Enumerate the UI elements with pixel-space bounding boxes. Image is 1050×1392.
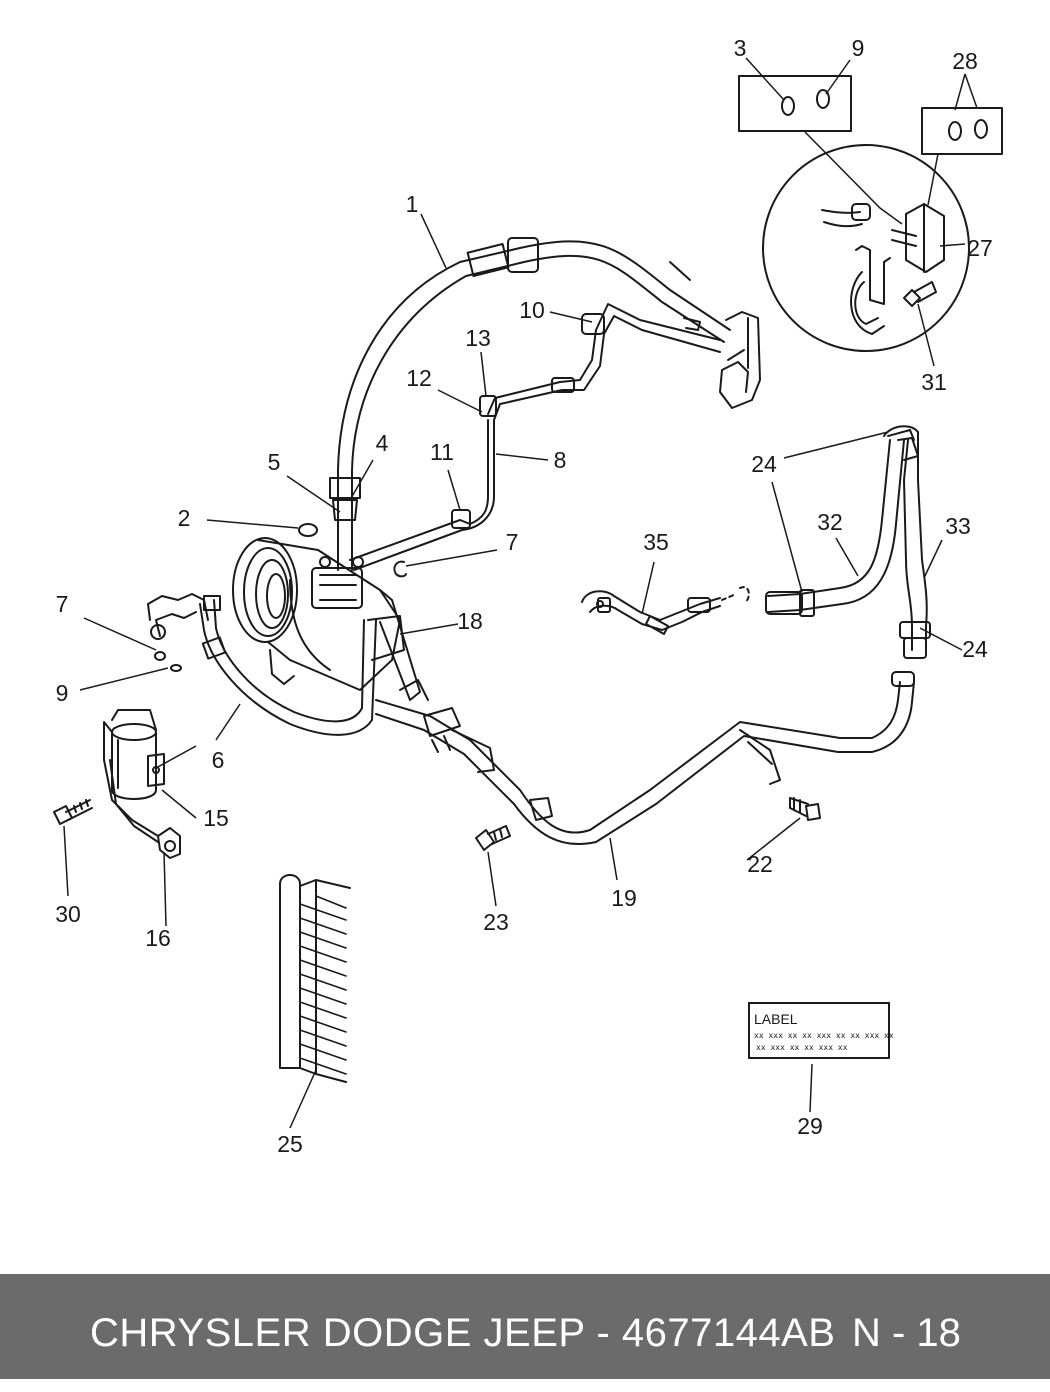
callout-10: 10 — [519, 297, 545, 323]
callout-32: 32 — [817, 509, 843, 535]
leader-lines — [63, 57, 978, 1129]
hose-bracket-right — [719, 311, 761, 409]
liquid-line-19 — [375, 671, 915, 846]
callout-35: 35 — [643, 529, 669, 555]
footer-page-number: N - 18 — [852, 1311, 961, 1355]
callout-8: 8 — [554, 447, 567, 473]
callout-18: 18 — [457, 608, 483, 634]
condenser-25 — [279, 874, 351, 1083]
callout-15: 15 — [203, 805, 229, 831]
label-plate-title: LABEL — [754, 1011, 798, 1027]
callout-23: 23 — [483, 909, 509, 935]
callout-16: 16 — [145, 925, 171, 951]
callout-19: 19 — [611, 885, 637, 911]
callout-4: 4 — [376, 430, 389, 456]
callout-9-upper: 9 — [852, 35, 865, 61]
receiver-drier-15 — [103, 709, 181, 859]
callout-30: 30 — [55, 901, 81, 927]
oring-7-lower — [154, 651, 166, 661]
callout-11: 11 — [430, 439, 454, 465]
heater-hose-32 — [765, 425, 919, 617]
bolt-22 — [789, 797, 821, 821]
callout-22: 22 — [747, 851, 773, 877]
oring-kit-box-28 — [921, 107, 1003, 155]
callout-27: 27 — [967, 235, 993, 261]
callout-24-top: 24 — [751, 451, 777, 477]
callout-33: 33 — [945, 513, 971, 539]
callout-9-lower: 9 — [56, 680, 69, 706]
callout-25: 25 — [277, 1131, 303, 1157]
label-plate-line-2: xx xxx xx xx xxx xx — [756, 1043, 848, 1052]
callout-31: 31 — [921, 369, 947, 395]
footer-bar: CHRYSLER DODGE JEEP - 4677144AB N - 18 — [0, 1274, 1050, 1379]
callout-29: 29 — [797, 1113, 823, 1139]
callout-6: 6 — [212, 747, 225, 773]
detail-view-circle — [762, 144, 970, 352]
callout-28: 28 — [952, 48, 978, 74]
label-plate-line-1: xx xxx xx xx xxx xx xx xxx xx — [754, 1031, 894, 1040]
discharge-hose-1 — [329, 237, 731, 571]
parts-diagram: 1 2 3 4 5 6 7 7 8 9 9 10 11 12 13 15 16 … — [53, 35, 1003, 1157]
oring-2 — [298, 523, 318, 537]
line-assembly-35 — [581, 586, 750, 635]
callout-13: 13 — [465, 325, 491, 351]
callout-3: 3 — [734, 35, 747, 61]
bolt-30 — [53, 799, 93, 825]
callout-12: 12 — [406, 365, 432, 391]
oring-9-lower — [170, 664, 182, 672]
footer-part-title: CHRYSLER DODGE JEEP - 4677144AB — [90, 1311, 836, 1355]
heater-hose-33 — [897, 437, 931, 659]
ac-compressor-18 — [232, 537, 421, 701]
callout-1: 1 — [406, 191, 419, 217]
oring-7-upper — [393, 560, 407, 578]
oring-kit-box-3-9 — [738, 75, 852, 132]
callout-7-lower: 7 — [56, 591, 69, 617]
callout-2: 2 — [178, 505, 191, 531]
suction-line-8 — [349, 303, 721, 571]
callout-5: 5 — [268, 449, 281, 475]
callout-24-right: 24 — [962, 636, 988, 662]
label-plate-29 — [748, 1002, 890, 1059]
bolt-23 — [475, 825, 511, 851]
callout-7-upper: 7 — [506, 529, 519, 555]
suction-hose-6 — [147, 593, 377, 736]
